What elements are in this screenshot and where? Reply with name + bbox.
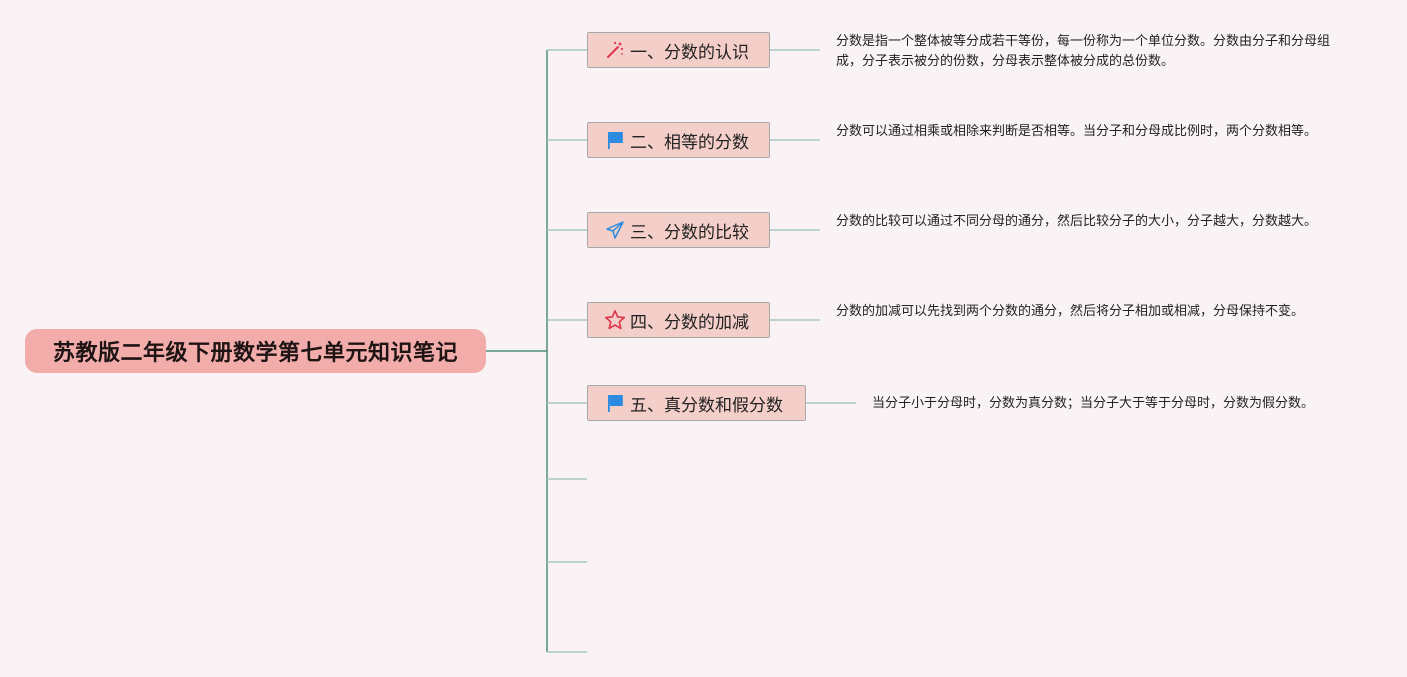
branch-topic-2[interactable]: 二、相等的分数: [587, 122, 770, 158]
branch-topic-4[interactable]: 四、分数的加减: [587, 302, 770, 338]
note-4: 分数的加减可以先找到两个分数的通分，然后将分子相加或相减，分母保持不变。: [836, 304, 1305, 319]
central-topic-title: 苏教版二年级下册数学第七单元知识笔记: [52, 341, 458, 366]
paper-plane-icon: [604, 219, 626, 241]
blue-flag-icon: [604, 392, 626, 414]
blue-flag-icon: [604, 129, 626, 151]
central-topic[interactable]: 苏教版二年级下册数学第七单元知识笔记: [25, 329, 486, 373]
branch-topic-1[interactable]: 一、分数的认识: [587, 32, 770, 68]
branch-label-4: 四、分数的加减: [630, 312, 749, 333]
branch-topic-5[interactable]: 五、真分数和假分数: [587, 385, 806, 421]
note-2: 分数可以通过相乘或相除来判断是否相等。当分子和分母成比例时，两个分数相等。: [836, 124, 1318, 139]
branch-label-3: 三、分数的比较: [630, 222, 749, 243]
note-3: 分数的比较可以通过不同分母的通分，然后比较分子的大小，分子越大，分数越大。: [836, 214, 1318, 229]
note-5: 当分子小于分母时，分数为真分数；当分子大于等于分母时，分数为假分数。: [872, 396, 1315, 411]
branch-label-2: 二、相等的分数: [630, 132, 749, 153]
magic-wand-icon: [604, 39, 626, 61]
note-1: 分数是指一个整体被等分成若干等份，每一份称为一个单位分数。分数由分子和分母组成，…: [836, 34, 1331, 69]
branch-topic-3[interactable]: 三、分数的比较: [587, 212, 770, 248]
branch-label-1: 一、分数的认识: [630, 42, 749, 63]
star-outline-icon: [604, 309, 626, 331]
branch-label-5: 五、真分数和假分数: [630, 395, 783, 416]
